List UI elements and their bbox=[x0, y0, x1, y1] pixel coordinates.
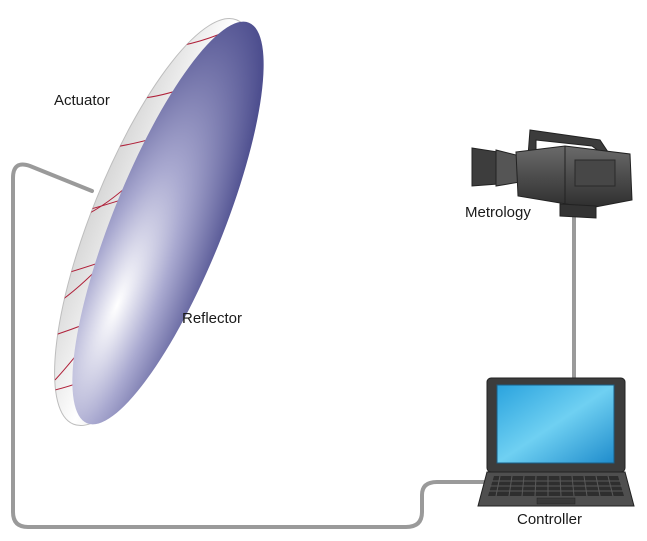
metrology-label: Metrology bbox=[465, 204, 531, 221]
reflector-label: Reflector bbox=[182, 310, 243, 327]
reflector-dish-icon bbox=[54, 18, 264, 426]
controller-label: Controller bbox=[517, 511, 583, 528]
actuator-label: Actuator bbox=[54, 92, 110, 109]
cable-actuator-to-controller bbox=[11, 162, 489, 529]
video-camera-icon bbox=[471, 129, 633, 219]
laptop-icon bbox=[477, 377, 635, 507]
